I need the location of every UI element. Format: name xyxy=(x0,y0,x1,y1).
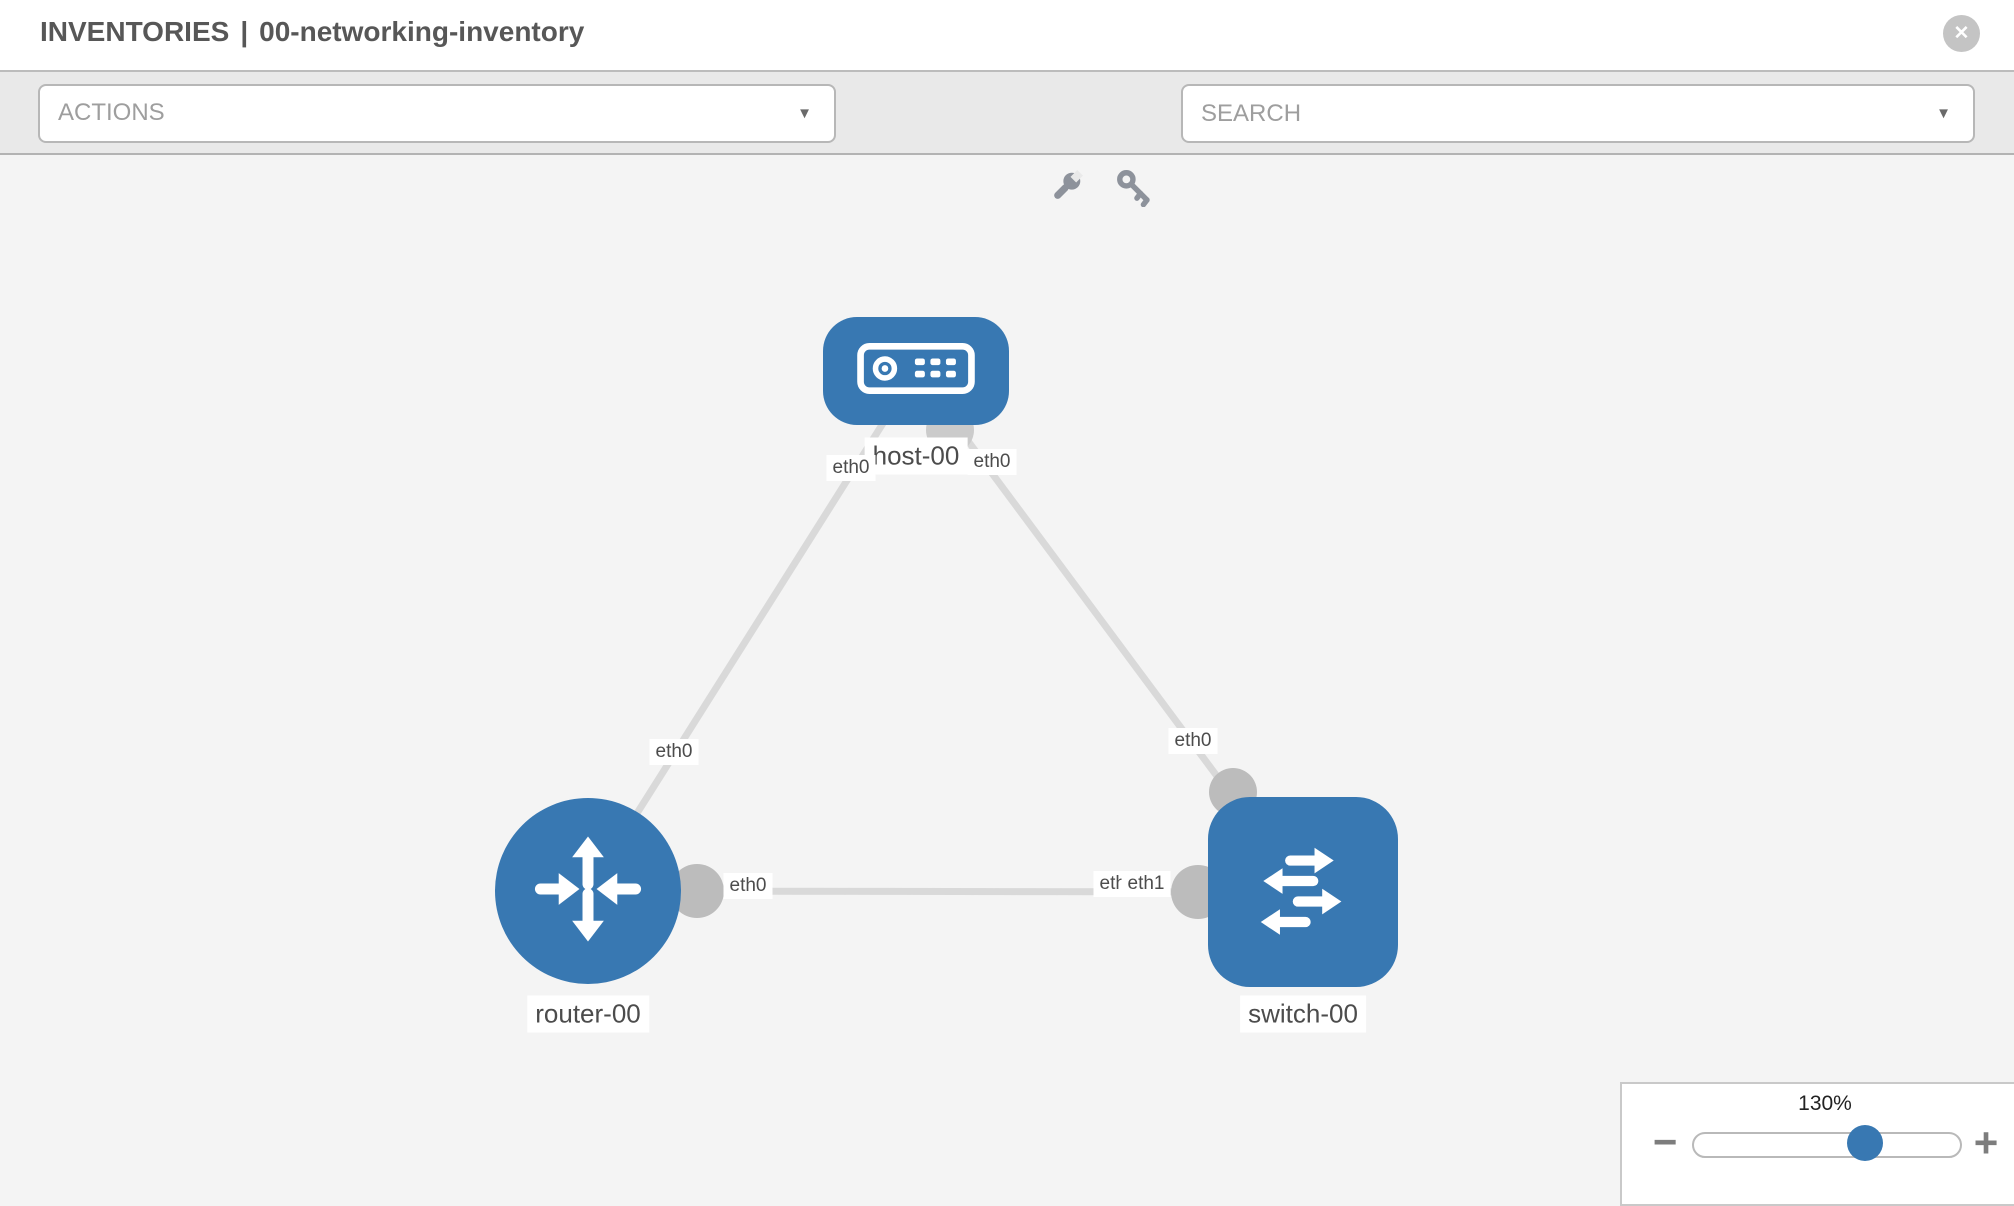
node-label-host: host-00 xyxy=(864,437,968,475)
credentials-key-button[interactable] xyxy=(1112,167,1156,209)
router-icon xyxy=(527,828,649,955)
node-host-00[interactable] xyxy=(823,317,1009,425)
zoom-in-button[interactable]: + xyxy=(1963,1121,2009,1167)
zoom-out-button[interactable]: − xyxy=(1642,1120,1688,1166)
close-button[interactable]: ✕ xyxy=(1943,15,1980,52)
breadcrumb-section: INVENTORIES xyxy=(40,16,230,47)
page-title: INVENTORIES | 00-networking-inventory xyxy=(40,16,584,48)
host-icon xyxy=(855,333,977,409)
plus-icon: + xyxy=(1973,1119,1999,1166)
key-icon xyxy=(1114,170,1154,210)
close-icon: ✕ xyxy=(1953,23,1970,44)
minus-icon: − xyxy=(1652,1118,1678,1165)
zoom-slider-thumb[interactable] xyxy=(1847,1125,1883,1161)
toolbar: ACTIONS ▼ xyxy=(0,72,2014,208)
actions-dropdown[interactable]: ACTIONS ▼ xyxy=(38,84,836,143)
connector-router-right xyxy=(670,864,724,918)
links-layer xyxy=(585,368,1306,919)
node-label-router: router-00 xyxy=(527,995,649,1033)
node-label-switch: switch-00 xyxy=(1240,995,1366,1033)
configure-tools-button[interactable] xyxy=(1044,167,1088,209)
zoom-slider-track[interactable] xyxy=(1692,1132,1962,1158)
interface-label-router-link-eth0: eth0 xyxy=(649,739,699,765)
topology-canvas[interactable]: host-00 router-00 switch-00 eth0 eth0 et… xyxy=(0,155,2014,1200)
search-input[interactable] xyxy=(1183,86,1903,141)
page-header: INVENTORIES | 00-networking-inventory ✕ xyxy=(0,0,2014,72)
interface-label-switch-top-eth0: eth0 xyxy=(1168,728,1218,754)
zoom-level-label: 130% xyxy=(1798,1092,1852,1115)
zoom-control-panel: 130% − + xyxy=(1620,1082,2014,1206)
inventory-name: 00-networking-inventory xyxy=(259,16,585,47)
node-switch-00[interactable] xyxy=(1208,797,1398,987)
search-dropdown[interactable]: ▼ xyxy=(1181,84,1975,143)
chevron-down-icon: ▼ xyxy=(1936,105,1951,122)
interface-label-host-eth0-left: eth0 xyxy=(826,455,876,481)
chevron-down-icon: ▼ xyxy=(797,105,812,122)
interface-label-switch-eth1: eth1 xyxy=(1121,871,1171,897)
node-router-00[interactable] xyxy=(495,798,681,984)
interface-label-host-eth0-right: eth0 xyxy=(967,449,1017,475)
wrench-icon xyxy=(1046,170,1086,210)
breadcrumb-separator: | xyxy=(240,16,249,47)
switch-icon xyxy=(1239,826,1367,959)
actions-dropdown-label: ACTIONS xyxy=(58,99,165,126)
interface-label-router-eth0: eth0 xyxy=(723,873,773,899)
